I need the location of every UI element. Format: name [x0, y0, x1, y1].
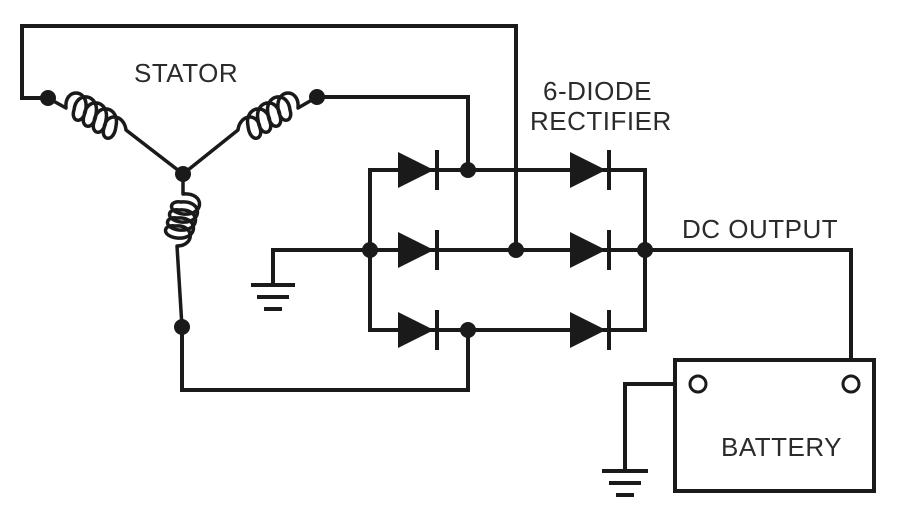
- wire-dc-output: [643, 248, 853, 380]
- ground-symbol-battery: [602, 469, 648, 497]
- diodes: [398, 150, 611, 350]
- diode-bottom-left: [398, 310, 439, 350]
- wire-top-loop: [20, 24, 518, 252]
- battery-terminal-positive: [841, 374, 861, 394]
- junction-middle-rail: [508, 242, 524, 258]
- diode-middle-left: [398, 230, 439, 270]
- rectifier-label-line1: 6-DIODE: [543, 76, 652, 106]
- stator-coil-left: [47, 91, 185, 176]
- ground-symbol-left: [251, 283, 295, 311]
- diode-top-right: [570, 150, 611, 190]
- junction-bottom-rail: [460, 322, 476, 338]
- stator-label: STATOR: [134, 58, 238, 88]
- diode-top-left: [398, 150, 439, 190]
- diode-middle-right: [570, 230, 611, 270]
- junction-left-bus: [362, 242, 378, 258]
- battery-terminal-negative: [688, 374, 708, 394]
- dc-output-label: DC OUTPUT: [682, 214, 838, 244]
- battery-case: [673, 358, 876, 493]
- junction-top-rail: [460, 162, 476, 178]
- wire-right-node: [315, 95, 470, 172]
- stator-coil-bottom: [163, 174, 202, 328]
- stator-coil-right: [181, 91, 318, 176]
- diode-bottom-right: [570, 310, 611, 350]
- junction-right-bus: [637, 242, 653, 258]
- junction-dots: [40, 89, 653, 338]
- rectifier-label-line2: RECTIFIER: [530, 106, 672, 136]
- junction-stator-right: [309, 89, 325, 105]
- stator-windings: [47, 91, 318, 328]
- wire-bottom-node: [180, 325, 470, 392]
- junction-stator-bottom: [174, 319, 190, 335]
- junction-stator-left: [40, 90, 56, 106]
- junction-stator-center: [175, 166, 191, 182]
- labels: STATOR 6-DIODE RECTIFIER DC OUTPUT BATTE…: [134, 58, 842, 462]
- battery: [673, 358, 876, 493]
- battery-label: BATTERY: [721, 432, 842, 462]
